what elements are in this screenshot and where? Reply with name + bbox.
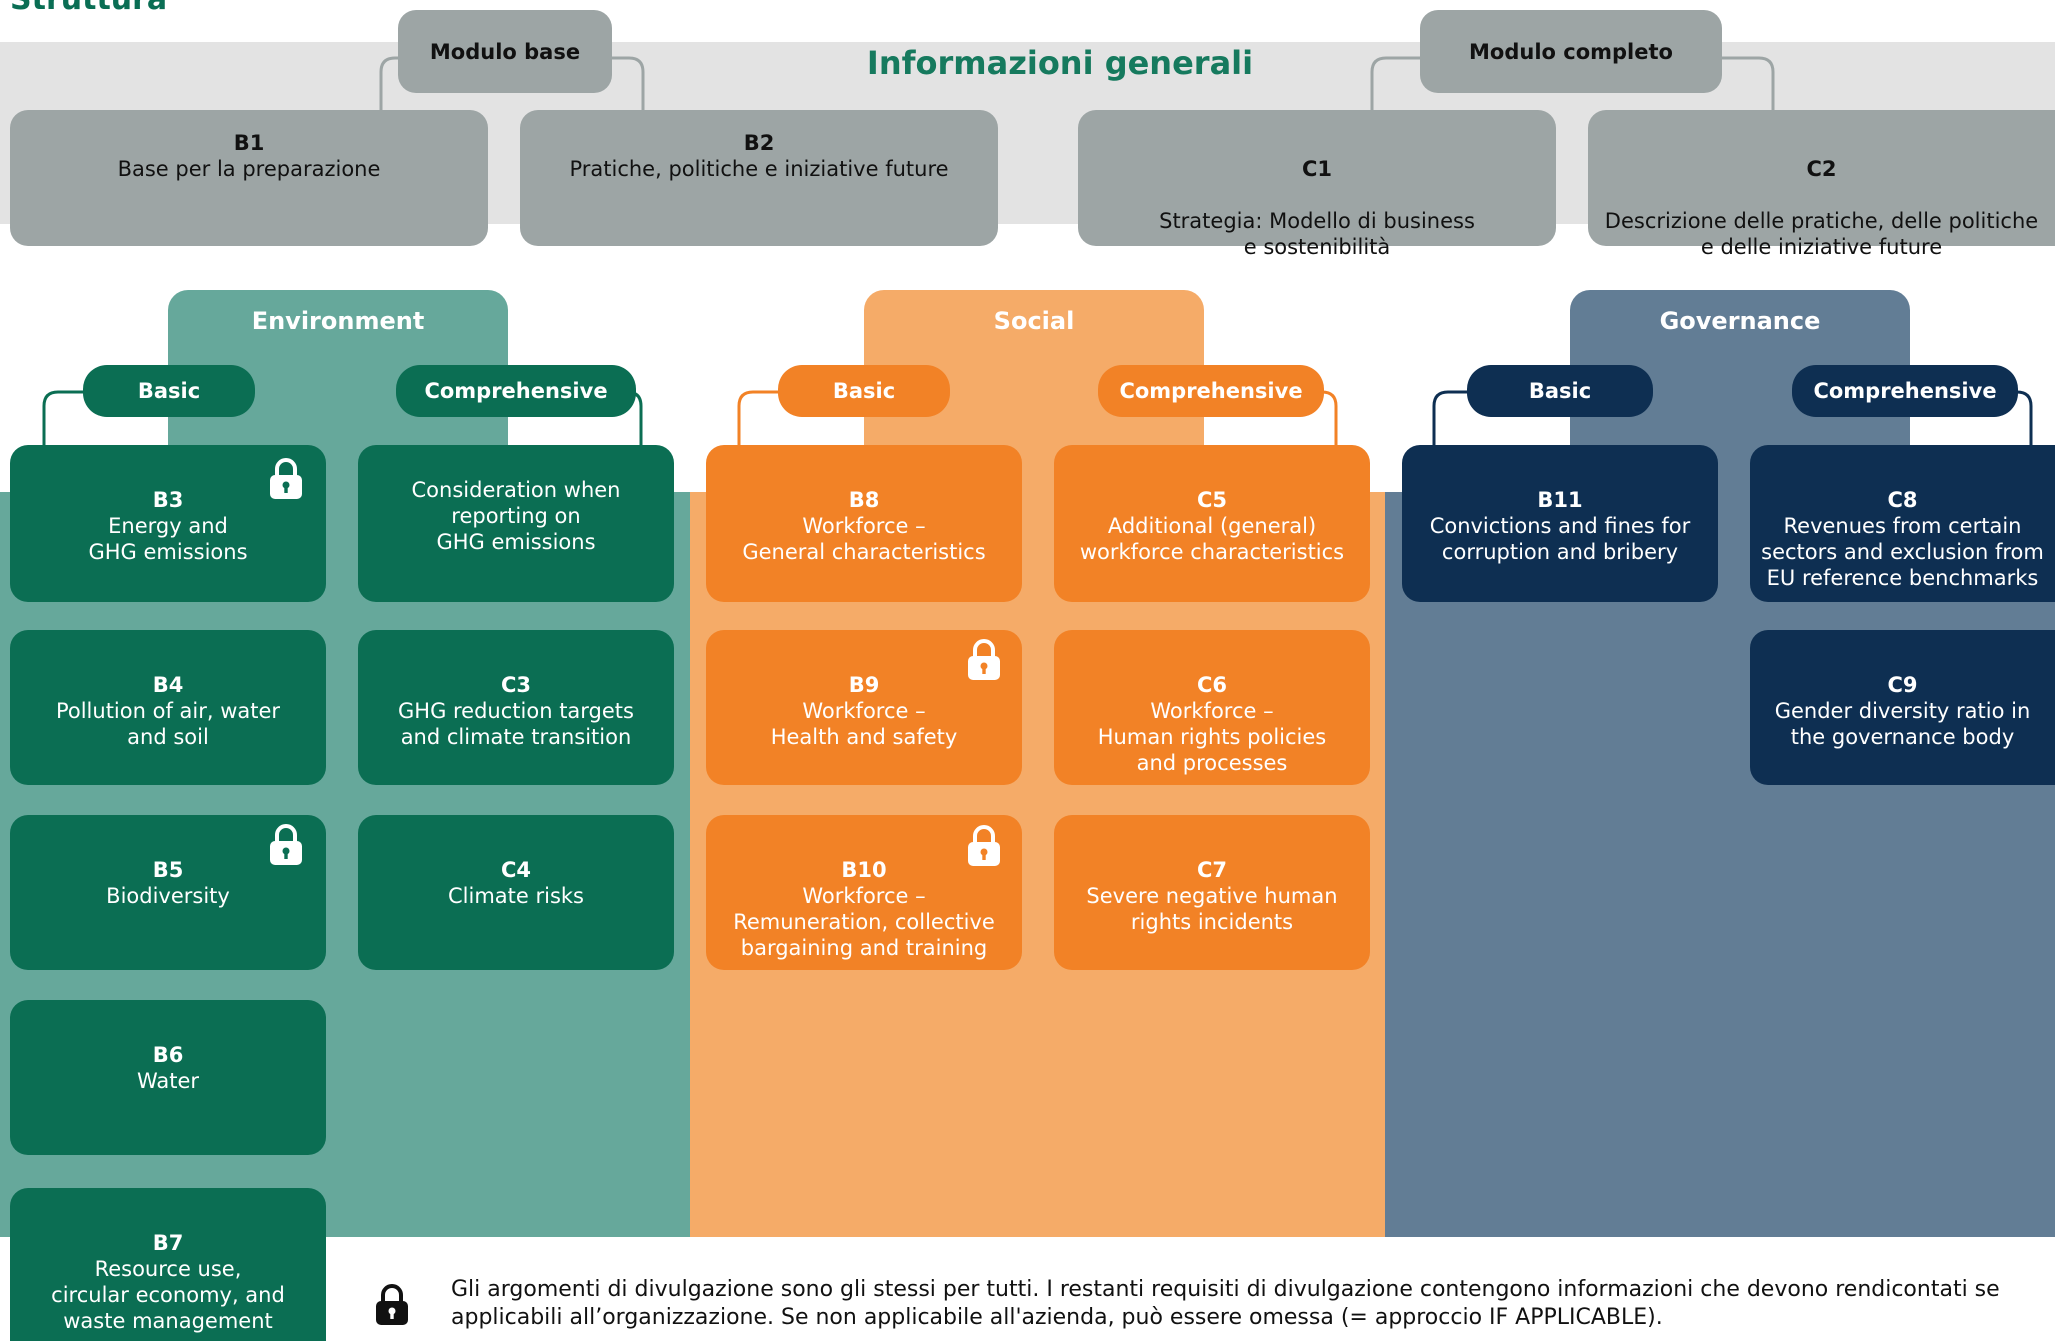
card-label: Workforce – General characteristics	[742, 514, 986, 564]
card-b7: B7 Resource use, circular economy, and w…	[10, 1188, 326, 1341]
card-code: B11	[1537, 488, 1583, 512]
card-c4: C4 Climate risks	[358, 815, 674, 970]
lock-icon	[968, 825, 1000, 866]
card-code: C4	[500, 858, 532, 882]
card-c7: C7 Severe negative human rights incident…	[1054, 815, 1370, 970]
lock-icon	[270, 458, 302, 499]
card-c9: C9 Gender diversity ratio in the governa…	[1750, 630, 2055, 785]
governance-column-bg	[1385, 492, 2055, 1237]
card-code: C5	[1196, 488, 1228, 512]
general-box-code: C1	[1301, 157, 1333, 181]
card-label: Water	[136, 1069, 200, 1093]
general-box-c2: C2 Descrizione delle pratiche, delle pol…	[1588, 110, 2055, 259]
lock-icon	[968, 639, 1000, 680]
general-box-label: Strategia: Modello di business e sosteni…	[1159, 209, 1475, 259]
card-b11: B11 Convictions and fines for corruption…	[1402, 445, 1718, 602]
card-b8: B8 Workforce – General characteristics	[706, 445, 1022, 602]
general-box-label: Base per la preparazione	[117, 157, 381, 181]
social-comprehensive-pill: Comprehensive	[1098, 365, 1324, 417]
module-basic-pill: Modulo base	[398, 10, 612, 93]
card-code: B5	[152, 858, 184, 882]
general-box-label: Descrizione delle pratiche, delle politi…	[1604, 209, 2039, 259]
general-info-title: Informazioni generali	[866, 44, 1254, 82]
card-b4: B4 Pollution of air, water and soil	[10, 630, 326, 785]
card-code: C8	[1887, 488, 1918, 512]
module-complete-pill: Modulo completo	[1420, 10, 1722, 93]
card-label: Workforce – Human rights policies and pr…	[1097, 699, 1327, 775]
lock-icon	[376, 1284, 408, 1325]
card-label: Workforce – Health and safety	[770, 699, 958, 749]
card-c6: C6 Workforce – Human rights policies and…	[1054, 630, 1370, 785]
card-label: Gender diversity ratio in the governance…	[1774, 699, 2031, 749]
general-box-b2: B2 Pratiche, politiche e iniziative futu…	[520, 110, 998, 246]
card-ghg-consideration: Consideration when reporting on GHG emis…	[358, 445, 674, 602]
card-c8: C8 Revenues from certain sectors and exc…	[1750, 445, 2055, 602]
card-code: B3	[152, 488, 184, 512]
card-code: C6	[1196, 673, 1228, 697]
card-label: Biodiversity	[106, 884, 230, 908]
card-label: GHG reduction targets and climate transi…	[398, 699, 634, 749]
governance-basic-pill: Basic	[1467, 365, 1653, 417]
card-label: Additional (general) workforce character…	[1079, 514, 1345, 564]
governance-comprehensive-pill: Comprehensive	[1792, 365, 2018, 417]
card-code: C3	[500, 673, 532, 697]
card-label: Consideration when reporting on GHG emis…	[411, 478, 621, 554]
environment-comprehensive-pill: Comprehensive	[396, 365, 636, 417]
card-label: Energy and GHG emissions	[88, 514, 248, 564]
social-basic-pill: Basic	[778, 365, 950, 417]
general-box-code: B1	[233, 131, 265, 155]
card-code: B4	[152, 673, 184, 697]
card-b9: B9 Workforce – Health and safety	[706, 630, 1022, 785]
card-code: B10	[841, 858, 887, 882]
legend-text: Gli argomenti di divulgazione sono gli s…	[451, 1277, 2000, 1330]
card-code: C7	[1196, 858, 1228, 882]
card-label: Resource use, circular economy, and wast…	[51, 1257, 285, 1333]
card-b6: B6 Water	[10, 1000, 326, 1155]
card-label: Severe negative human rights incidents	[1086, 884, 1338, 934]
card-code: B7	[152, 1231, 184, 1255]
card-b3: B3 Energy and GHG emissions	[10, 445, 326, 602]
general-box-label: Pratiche, politiche e iniziative future	[569, 157, 949, 181]
general-box-code: C2	[1806, 157, 1837, 181]
lock-icon	[270, 824, 302, 865]
environment-basic-pill: Basic	[83, 365, 255, 417]
card-label: Pollution of air, water and soil	[55, 699, 281, 749]
card-code: B8	[848, 488, 880, 512]
card-code: B9	[848, 673, 880, 697]
general-box-b1: B1 Base per la preparazione	[10, 110, 488, 246]
card-label: Workforce – Remuneration, collective bar…	[733, 884, 995, 960]
card-b5: B5 Biodiversity	[10, 815, 326, 970]
card-label: Convictions and fines for corruption and…	[1429, 514, 1691, 564]
card-code: B6	[152, 1043, 184, 1067]
general-box-c1: C1 Strategia: Modello di business e sost…	[1078, 110, 1556, 259]
card-c3: C3 GHG reduction targets and climate tra…	[358, 630, 674, 785]
card-label: Revenues from certain sectors and exclus…	[1761, 514, 2044, 590]
card-label: Climate risks	[448, 884, 584, 908]
card-b10: B10 Workforce – Remuneration, collective…	[706, 815, 1022, 970]
general-box-code: B2	[743, 131, 775, 155]
card-code: C9	[1887, 673, 1918, 697]
card-c5: C5 Additional (general) workforce charac…	[1054, 445, 1370, 602]
page-title: Struttura	[10, 0, 167, 17]
